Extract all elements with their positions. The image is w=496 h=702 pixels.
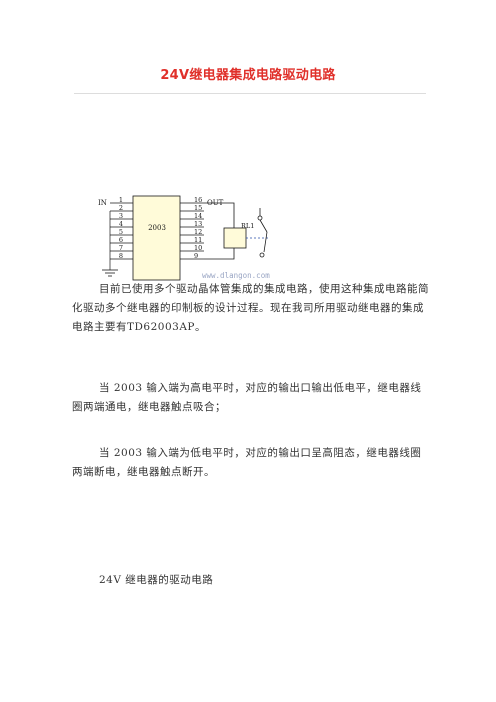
right-pin-12: 12 xyxy=(194,228,202,236)
right-pin-13: 13 xyxy=(194,220,202,228)
right-pin-lines xyxy=(180,202,204,260)
right-pin-9: 9 xyxy=(194,252,198,260)
in-label: IN xyxy=(98,199,107,207)
paragraph-high-input: 当 2003 输入端为高电平时，对应的输出口输出低电平，继电器线圈两端通电，继电… xyxy=(72,382,422,413)
right-pin-16: 16 xyxy=(194,196,202,204)
left-pin-1: 1 xyxy=(119,196,123,204)
watermark-text: www.dlangon.com xyxy=(202,271,270,280)
relay-circuit-diagram: 2003 IN OUT 1 2 3 4 5 6 7 8 xyxy=(98,195,270,281)
ic-label: 2003 xyxy=(148,224,166,232)
left-pin-7: 7 xyxy=(119,244,123,252)
relay-switch-contact xyxy=(257,208,268,258)
right-pin-14: 14 xyxy=(194,212,202,220)
left-pin-5: 5 xyxy=(119,228,123,236)
left-pin-3: 3 xyxy=(119,212,123,220)
left-pin-8: 8 xyxy=(119,252,123,260)
relay-wiring xyxy=(204,202,235,260)
relay-coil xyxy=(223,227,247,249)
left-pin-lines xyxy=(109,202,133,270)
paragraph-section-heading: 24V 继电器的驱动电路 xyxy=(99,574,214,586)
title-divider xyxy=(74,93,426,94)
document-title: 24V继电器集成电路驱动电路 xyxy=(160,68,336,83)
paragraph-low-input: 当 2003 输入端为低电平时，对应的输出口呈高阻态，继电器线圈两端断电，继电器… xyxy=(72,447,422,478)
right-pin-11: 11 xyxy=(194,236,202,244)
right-pin-10: 10 xyxy=(194,244,202,252)
relay-label: RL1 xyxy=(241,222,254,230)
paragraph-intro: 目前已使用多个驱动晶体管集成的集成电路，使用这种集成电路能简化驱动多个继电器的印… xyxy=(72,283,429,333)
ground-symbol xyxy=(102,269,118,277)
ic-2003-body xyxy=(132,195,181,281)
left-pin-6: 6 xyxy=(119,236,123,244)
left-pin-2: 2 xyxy=(119,204,123,212)
left-pin-4: 4 xyxy=(119,220,123,228)
right-pin-15: 15 xyxy=(194,204,202,212)
